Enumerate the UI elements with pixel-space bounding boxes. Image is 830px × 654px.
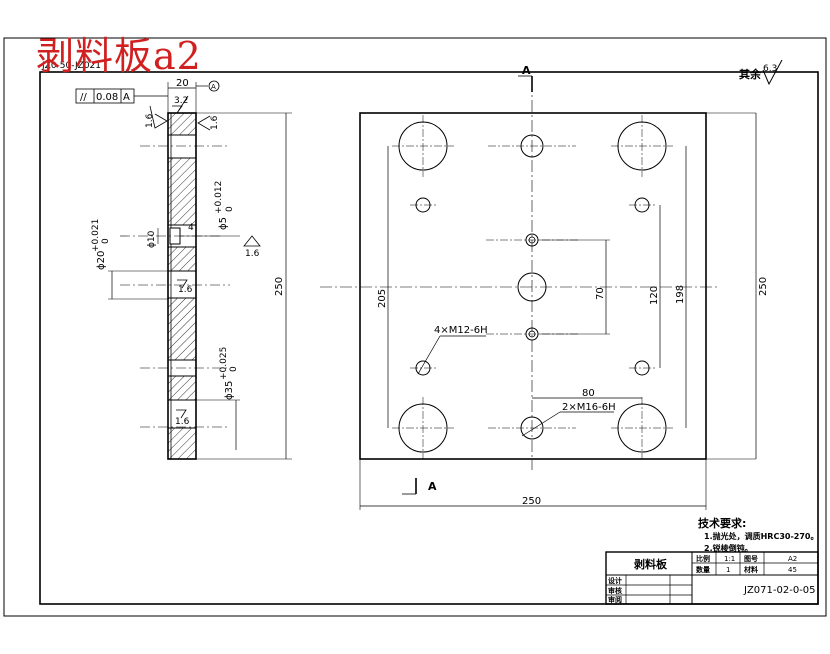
title-row-approve: 审阅	[608, 595, 622, 604]
datum-circle	[208, 80, 220, 92]
watermark-title: 剥料板a2	[36, 34, 202, 78]
tol-phi35-lower: 0	[229, 366, 239, 372]
title-part-name: 剥料板	[634, 557, 668, 571]
roughness-right-text: 1.6	[210, 115, 220, 130]
tol-phi5-lower: 0	[225, 206, 235, 212]
thread-label-1: 4×M12-6H	[434, 325, 488, 336]
title-sheet-label: 图号	[744, 554, 758, 563]
title-scale-label: 比例	[696, 554, 710, 563]
title-sheet-value: A2	[788, 555, 797, 563]
title-material-label: 材料	[743, 565, 758, 574]
roughness-mid2-icon	[243, 235, 261, 247]
inner-border	[39, 71, 819, 605]
datum-a-text: A	[211, 83, 216, 91]
title-row-check: 审核	[608, 586, 622, 595]
roughness-top-icon	[172, 95, 189, 114]
title-qty-label: 数量	[696, 565, 710, 574]
dim-70-text: 70	[595, 287, 606, 300]
hole-center	[517, 272, 547, 302]
section-mark-bottom: A	[428, 480, 437, 493]
side-hatch-5	[167, 375, 197, 401]
title-material-value: 45	[788, 566, 797, 574]
title-drawing-no: JZ071-02-0-05	[743, 585, 816, 596]
tol-phi5-upper: +0.012	[214, 181, 224, 214]
dim-250-side-text: 250	[274, 277, 285, 296]
dim-250-bottom-text: 250	[522, 496, 541, 507]
side-hatch-1	[167, 112, 197, 136]
roughness-symbol-icon	[762, 59, 783, 86]
roughness-left-icon	[149, 105, 168, 129]
dim-80-text: 80	[582, 388, 595, 399]
tol-phi20-lower: 0	[101, 238, 111, 244]
plate-outline	[359, 112, 707, 460]
title-qty-value: 1	[726, 566, 730, 574]
thread-label-2: 2×M16-6H	[562, 402, 616, 413]
tech-notes: 技术要求: 1.抛光处，调质HRC30-270。 2.锐棱倒钝。	[698, 516, 818, 553]
tech-notes-line1: 1.抛光处，调质HRC30-270。	[704, 531, 818, 541]
section-mark-top: A	[522, 64, 531, 77]
tol-phi5-base: ϕ5	[218, 217, 229, 230]
roughness-top-text: 3.2	[174, 96, 188, 106]
roughness-note-value: 6.3	[763, 64, 777, 74]
roughness-mid-icon	[177, 279, 188, 289]
title-scale-value: 1:1	[724, 555, 735, 563]
side-hatch-3	[167, 246, 197, 272]
parallelism-symbol: //	[80, 92, 87, 103]
tech-notes-line2: 2.锐棱倒钝。	[704, 543, 753, 553]
side-hatch-6	[167, 427, 197, 460]
dim-120-text: 120	[649, 286, 660, 305]
tol-phi35-upper: +0.025	[219, 347, 229, 380]
side-view: 20 A // 0.08 A 3.2 1.6 1.6 1.6 1.6 1.6 ϕ…	[75, 78, 292, 460]
outer-border	[3, 37, 827, 617]
tol-phi20-base: ϕ20	[96, 251, 107, 270]
roughness-low-icon	[176, 409, 187, 419]
thread-1-leader	[417, 335, 441, 375]
roughness-note-label: 其余	[739, 67, 762, 81]
roughness-left-text: 1.6	[145, 113, 155, 128]
dim-250-right-text: 250	[758, 277, 769, 296]
hole-phi10-text: ϕ10	[147, 230, 157, 248]
dim-198-text: 198	[675, 285, 686, 304]
roughness-low-text: 1.6	[175, 417, 190, 427]
dim-205-text: 205	[377, 289, 388, 308]
general-roughness-note: 其余 6.3	[739, 59, 783, 86]
roughness-right-icon	[197, 115, 211, 131]
title-row-design: 设计	[608, 576, 622, 585]
front-view: A A 205 70 120 198 250 250 80 4×M12-6H 2…	[320, 64, 769, 510]
side-hatch-2	[167, 157, 197, 226]
dim-20-text: 20	[176, 78, 189, 89]
tech-notes-title: 技术要求:	[698, 516, 746, 530]
side-hatch-4	[167, 297, 197, 361]
title-block	[605, 551, 819, 605]
tol-phi35-base: ϕ35	[224, 381, 235, 400]
tol-phi20-upper: +0.021	[91, 219, 101, 252]
roughness-mid-text: 1.6	[178, 285, 193, 295]
parallelism-datum: A	[123, 92, 130, 103]
parallelism-tol: 0.08	[96, 92, 118, 103]
roughness-mid2-text: 1.6	[245, 249, 260, 259]
thread-2-leader	[521, 411, 561, 437]
drawing-code-top: JZ0-50-JZ021	[41, 61, 101, 71]
hole-depth-text: 4	[188, 223, 194, 233]
